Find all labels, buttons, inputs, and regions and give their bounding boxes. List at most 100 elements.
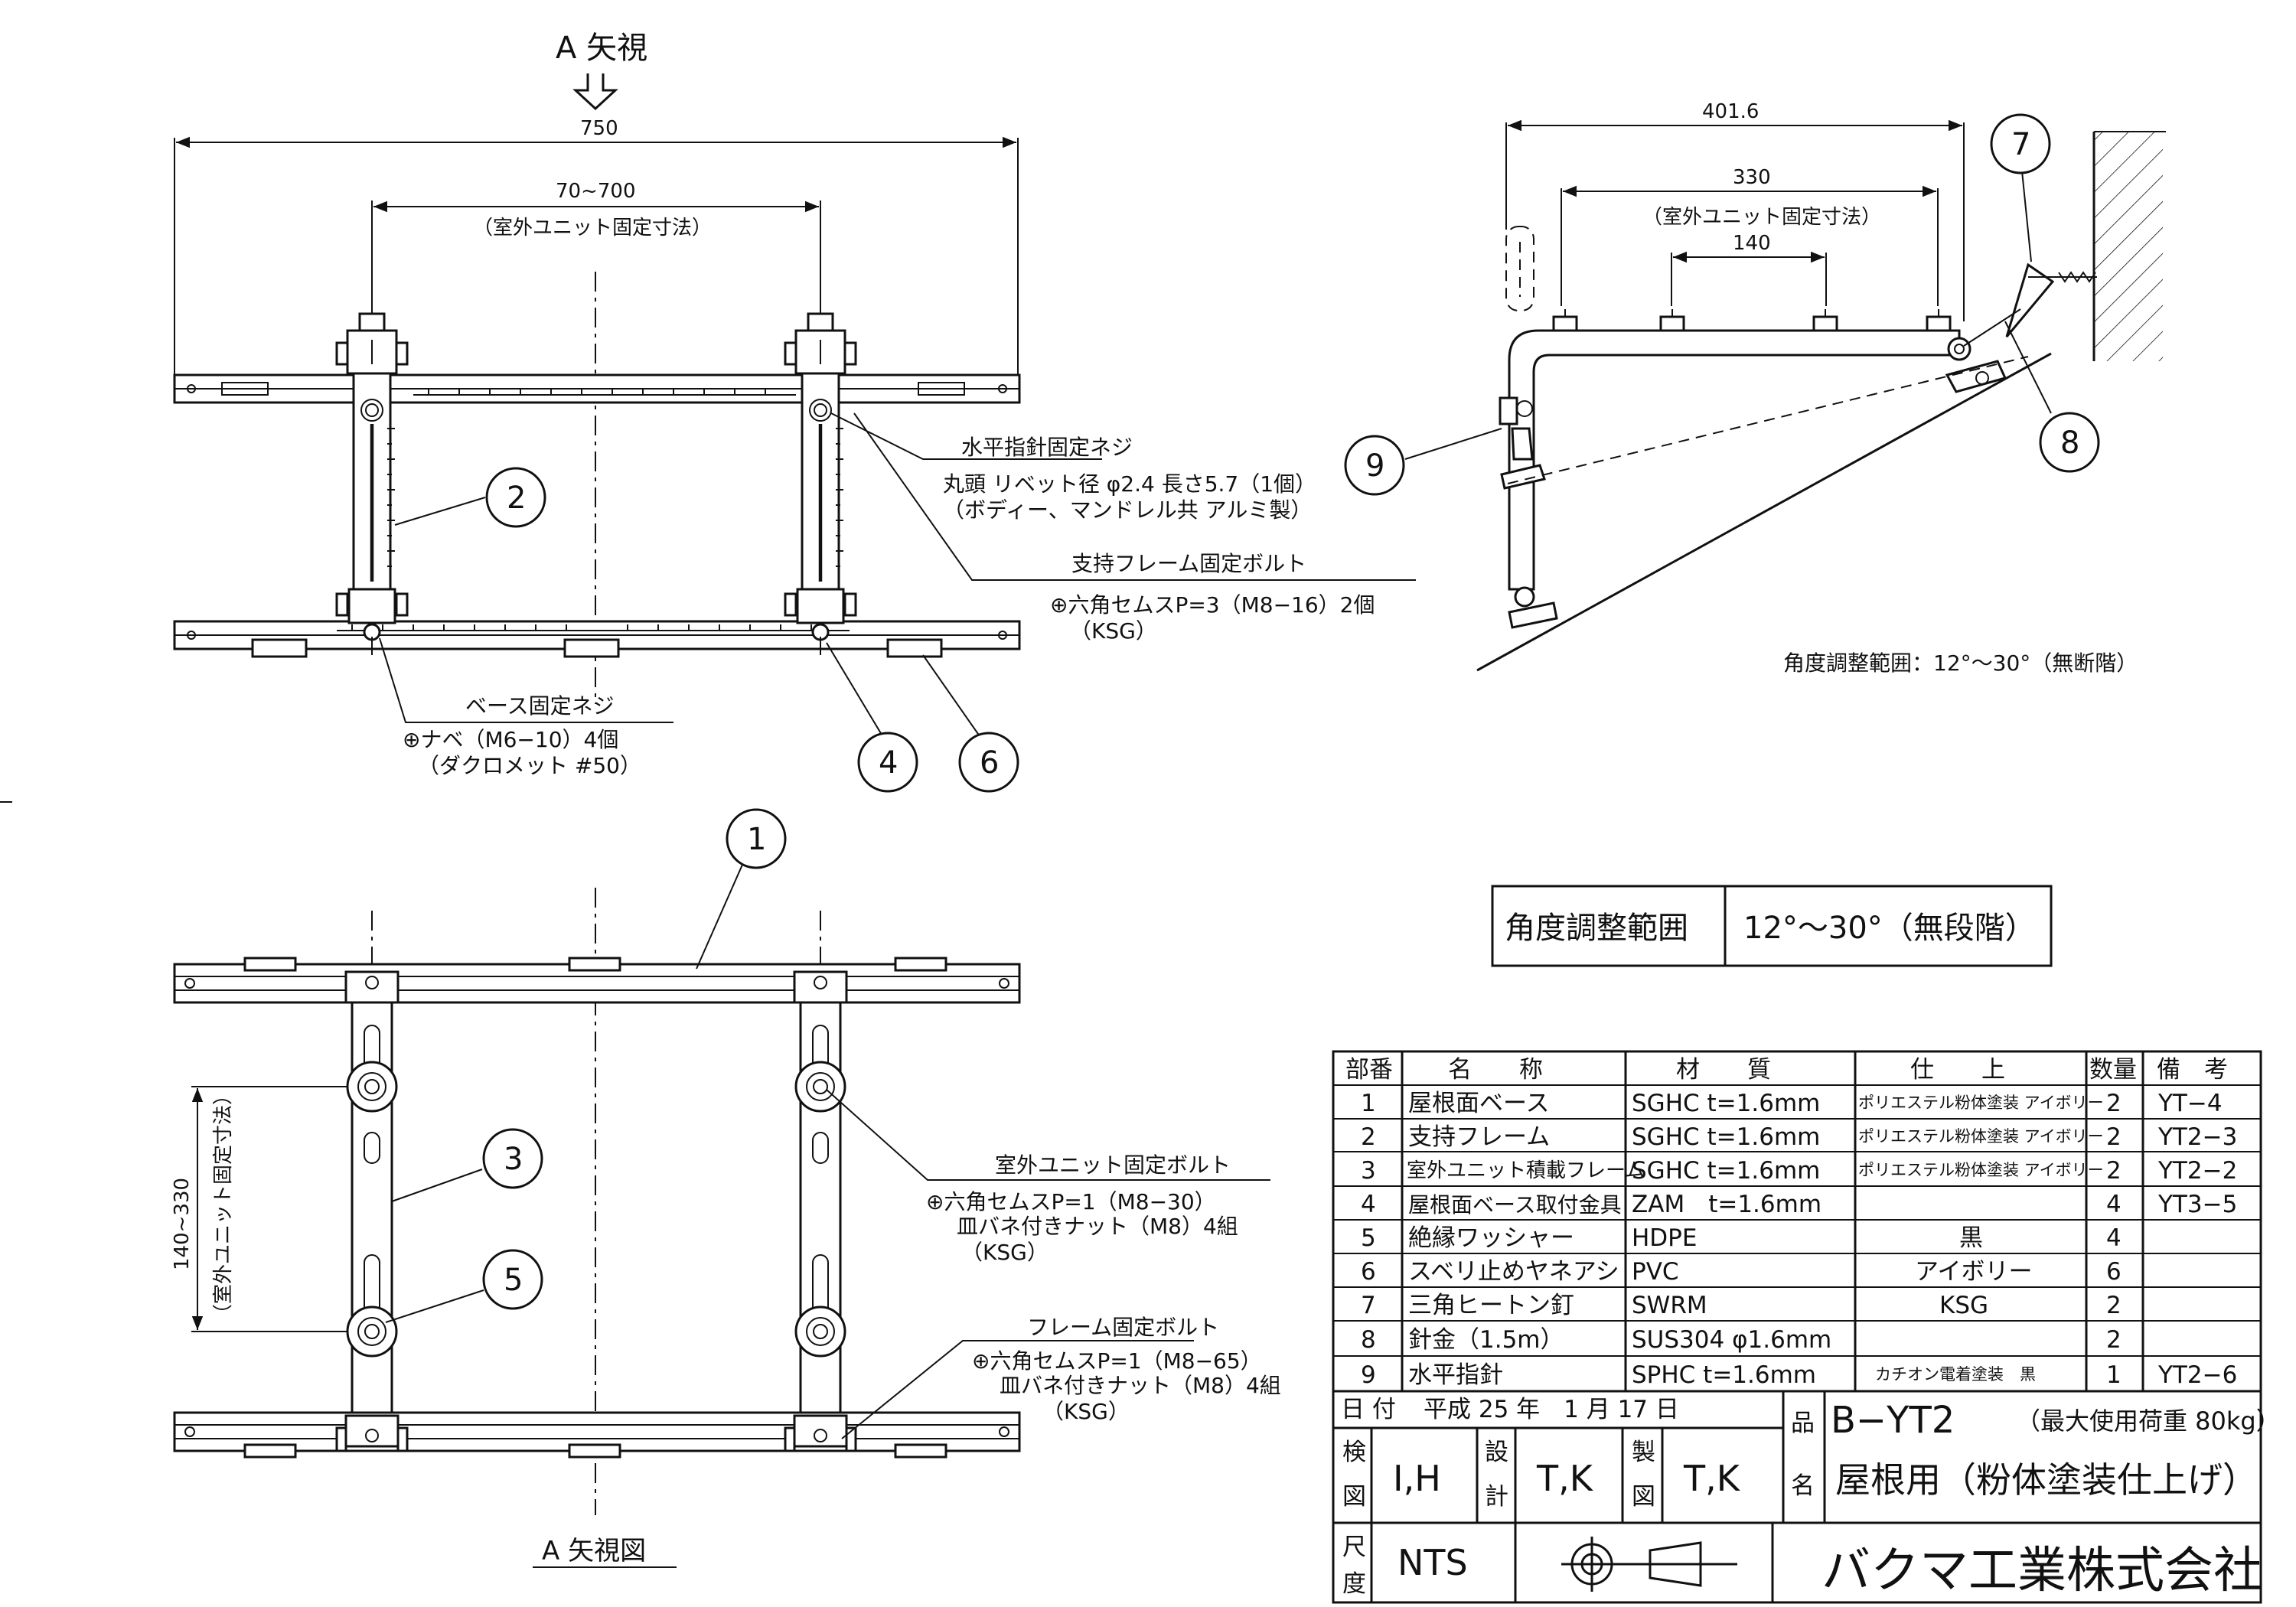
cell-material: SGHC t=1.6mm [1632, 1123, 1820, 1151]
tb-product-load: （最大使用荷重 80kg） [2016, 1407, 2281, 1436]
cell-name: 水平指針 [1408, 1361, 1503, 1389]
loading-frame-right [784, 970, 857, 1452]
tb-design-label: 設 [1485, 1439, 1508, 1466]
note-base-screw-line1: ⊕ナベ（M6−10）4個 [403, 727, 618, 752]
cell-finish: KSG [1939, 1292, 1988, 1319]
table-row: 5 絶縁ワッシャー HDPE 黒 4 [1361, 1224, 2122, 1252]
table-row: 1 屋根面ベース SGHC t=1.6mm ポリエステル粉体塗装 アイボリー 2… [1361, 1090, 2223, 1117]
note-frame-fix-line3: （KSG） [1042, 1399, 1130, 1424]
tb-product-desc: 屋根用（粉体塗装仕上げ） [1835, 1459, 2258, 1501]
callout-4-circle [857, 732, 918, 793]
leader-level-screw [830, 412, 1102, 460]
callout-8-circle [2039, 412, 2100, 473]
callout-1: 1 [747, 822, 766, 857]
tb-check-label: 検 [1342, 1439, 1366, 1466]
dim-vertical-note: （室外ユニット固定寸法） [212, 1085, 235, 1324]
cell-finish: カチオン電着塗装 黒 [1875, 1365, 2036, 1384]
cell-material: SGHC t=1.6mm [1632, 1157, 1820, 1185]
cell-finish: 黒 [1959, 1224, 1983, 1252]
th-material: 材 質 [1676, 1056, 1771, 1084]
roof-slope-line [1476, 352, 2052, 672]
note-level-screw-line1: 丸頭 リベット径 φ2.4 長さ5.7（1個） [943, 471, 1316, 497]
cell-no: 1 [1361, 1090, 1376, 1117]
note-frame-bolt-title: 支持フレーム固定ボルト [1071, 551, 1306, 576]
side-dim-inner: 140 [1733, 232, 1771, 255]
cell-material: HDPE [1632, 1224, 1697, 1252]
leader-base-screw [379, 637, 673, 723]
table-row: 2 支持フレーム SGHC t=1.6mm ポリエステル粉体塗装 アイボリー 2… [1361, 1123, 2237, 1151]
cell-name: 針金（1.5m） [1408, 1326, 1564, 1354]
tb-design-value: T,K [1536, 1458, 1594, 1499]
cell-material: PVC [1632, 1258, 1679, 1286]
cell-qty: 2 [2106, 1292, 2122, 1319]
loading-frame-left [335, 970, 409, 1452]
dim-overall: 750 [580, 117, 618, 140]
tb-date-value: 平成 25 年 1 月 17 日 [1424, 1396, 1679, 1423]
table-row: 3 室外ユニット積載フレーム SGHC t=1.6mm ポリエステル粉体塗装 ア… [1361, 1157, 2237, 1185]
th-name: 名 称 [1448, 1056, 1543, 1084]
callout-5-circle [482, 1249, 543, 1310]
cell-name: 支持フレーム [1408, 1123, 1550, 1151]
tb-name-label-2: 名 [1791, 1472, 1815, 1500]
support-frame-left [335, 312, 409, 655]
callout-8: 8 [2060, 425, 2079, 461]
cell-no: 6 [1361, 1258, 1376, 1286]
th-finish: 仕 上 [1910, 1056, 2005, 1084]
cell-name: 三角ヒートン釘 [1408, 1292, 1574, 1319]
tb-check-value: I,H [1393, 1458, 1441, 1499]
callout-2-circle [485, 467, 546, 528]
parts-table: 部番 名 称 材 質 仕 上 数量 備 考 1 屋根面ベース SGHC t=1.… [1332, 1050, 2262, 1393]
top-rail-scale [413, 389, 796, 396]
note-frame-fix-title: フレーム固定ボルト [1027, 1315, 1219, 1340]
cell-no: 7 [1361, 1292, 1376, 1319]
callout-9: 9 [1365, 448, 1384, 484]
tb-check-label-2: 図 [1342, 1483, 1366, 1511]
wall-hatch [2094, 132, 2163, 361]
cell-qty: 2 [2106, 1123, 2122, 1151]
tb-product-code: B−YT2 [1831, 1399, 1955, 1442]
tb-draw-label-2: 図 [1632, 1483, 1655, 1511]
tb-scale-label: 尺 [1342, 1534, 1366, 1561]
note-level-screw-title: 水平指針固定ネジ [961, 435, 1133, 460]
callout-4: 4 [879, 745, 898, 781]
tb-date-label: 日 付 [1341, 1396, 1396, 1423]
side-view: 401.6 330 （室外ユニット固定寸法） 140 [1344, 100, 2166, 676]
dim-fix-note: （室外ユニット固定寸法） [473, 217, 712, 240]
angle-range-box: 角度調整範囲 12°〜30°（無段階） [1491, 885, 2053, 967]
leader-frame-fix-bolt [841, 1340, 1194, 1439]
cell-material: SPHC t=1.6mm [1632, 1361, 1816, 1389]
cell-no: 2 [1361, 1123, 1376, 1151]
callout-2: 2 [507, 481, 526, 516]
note-frame-fix-line1: ⊕六角セムスP=1（M8−65） [972, 1348, 1262, 1374]
cell-name: 絶縁ワッシャー [1408, 1224, 1574, 1252]
callout-7-circle [1990, 113, 2051, 174]
leader-unit-bolt [826, 1089, 1270, 1181]
table-row: 8 針金（1.5m） SUS304 φ1.6mm 2 [1361, 1326, 2122, 1354]
view-a-arrow [572, 73, 618, 111]
tb-scale-value: NTS [1397, 1542, 1468, 1583]
cell-material: SWRM [1632, 1292, 1707, 1319]
angle-box-label: 角度調整範囲 [1505, 911, 1688, 946]
callout-3-circle [482, 1128, 543, 1189]
note-unit-bolt-title: 室外ユニット固定ボルト [995, 1152, 1231, 1178]
cell-finish: ポリエステル粉体塗装 アイボリー [1858, 1161, 2104, 1179]
callout-6: 6 [980, 745, 999, 781]
callout-6-circle [958, 732, 1019, 793]
tb-design-label-2: 計 [1485, 1483, 1508, 1511]
projection-symbol [1561, 1537, 1737, 1592]
table-row: 6 スベリ止めヤネアシ PVC アイボリー 6 [1361, 1258, 2122, 1286]
side-mount-frame [1508, 329, 1961, 429]
bottom-rail-scale [337, 624, 850, 631]
a-view-title: A 矢視図 [542, 1536, 646, 1566]
cell-name: スベリ止めヤネアシ [1408, 1258, 1619, 1286]
callout-1-circle [726, 808, 787, 869]
angle-box-value: 12°〜30°（無段階） [1743, 911, 2036, 946]
tb-name-label: 品 [1791, 1410, 1815, 1437]
dim-vertical: 140~330 [171, 1178, 194, 1270]
tb-draw-value: T,K [1683, 1458, 1741, 1499]
cell-qty: 4 [2106, 1191, 2122, 1218]
cell-no: 5 [1361, 1224, 1376, 1252]
note-unit-bolt-line3: （KSG） [961, 1240, 1049, 1265]
side-dim-fix-note: （室外ユニット固定寸法） [1642, 206, 1881, 229]
